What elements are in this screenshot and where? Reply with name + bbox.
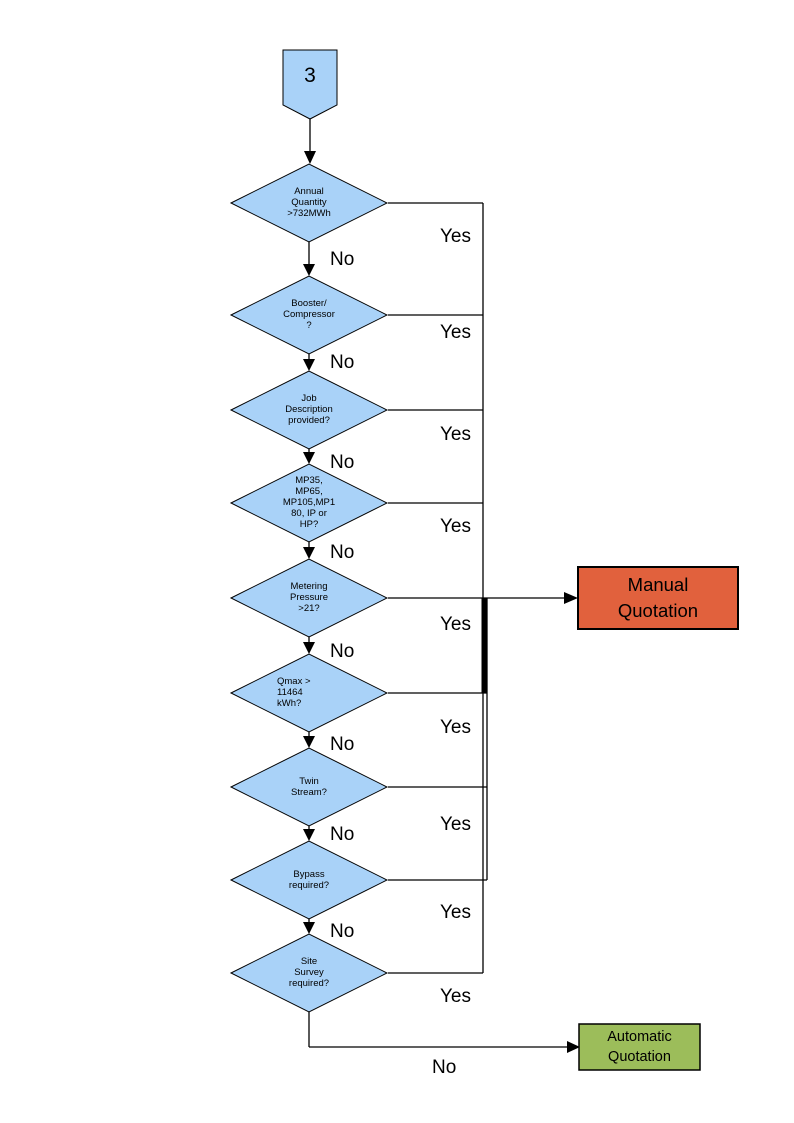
automatic-quotation-box (578, 1023, 701, 1071)
decision-annual-quantity-shape (229, 163, 389, 243)
yes-branch-lines (388, 202, 564, 974)
yes-label-site-survey: Yes (440, 986, 471, 1007)
yes-label-metering-pressure: Yes (440, 614, 471, 635)
yes-label-pressure-tier: Yes (440, 516, 471, 537)
no-label-site-survey: No (432, 1057, 457, 1078)
arrowhead-icon (564, 592, 578, 604)
decision-shapes (229, 163, 389, 1013)
arrowhead-icon (303, 642, 315, 654)
decision-twin-stream-shape (229, 747, 389, 827)
automatic-quotation-label: Automatic Quotation (607, 1029, 672, 1065)
decision-label-qmax: Qmax > 11464 kWh? (277, 676, 311, 709)
manual-quotation-label: Manual Quotation (617, 574, 699, 621)
yes-label-bypass: Yes (440, 902, 471, 923)
decision-label-booster-compressor: Booster/ Compressor ? (283, 298, 335, 331)
arrowhead-icon (567, 1041, 580, 1053)
no-label-pressure-tier: No (330, 542, 355, 563)
manual-quotation-box (577, 566, 739, 630)
arrowhead-icon (303, 922, 315, 934)
no-label-annual-quantity: No (330, 249, 355, 270)
no-label-metering-pressure: No (330, 641, 355, 662)
offpage-connector-label: 3 (304, 64, 316, 87)
no-label-twin-stream: No (330, 824, 355, 845)
arrowhead-icon (303, 359, 315, 371)
arrowhead-icon (303, 452, 315, 464)
decision-booster-compressor-shape (229, 275, 389, 355)
yes-label-job-description: Yes (440, 424, 471, 445)
arrowhead-icon (303, 829, 315, 841)
yes-label-annual-quantity: Yes (440, 226, 471, 247)
decision-label-annual-quantity: Annual Quantity >732MWh (287, 186, 331, 219)
decision-job-description-shape (229, 370, 389, 450)
no-label-bypass: No (330, 921, 355, 942)
decision-qmax-shape (229, 653, 389, 733)
decision-label-metering-pressure: Metering Pressure >21? (289, 581, 328, 614)
decision-bypass-shape (229, 840, 389, 920)
decision-label-twin-stream: Twin Stream? (291, 776, 327, 798)
arrowhead-icon (303, 264, 315, 276)
no-label-qmax: No (330, 734, 355, 755)
arrowhead-icon (303, 736, 315, 748)
decision-label-pressure-tier: MP35, MP65, MP105,MP1 80, IP or HP? (282, 475, 336, 530)
arrowhead-icon (304, 151, 316, 164)
yes-label-qmax: Yes (440, 717, 471, 738)
yes-label-twin-stream: Yes (440, 814, 471, 835)
yes-label-booster-compressor: Yes (440, 322, 471, 343)
no-branch-to-automatic (308, 1012, 567, 1048)
no-label-job-description: No (330, 452, 355, 473)
arrowhead-icon (303, 547, 315, 559)
decision-pressure-tier-shape (229, 463, 389, 543)
offpage-connector-shape (282, 49, 338, 120)
decision-label-site-survey: Site Survey required? (288, 956, 330, 989)
decision-site-survey-shape (229, 933, 389, 1013)
decision-metering-pressure-shape (229, 558, 389, 638)
down-arrowheads (303, 151, 316, 934)
decision-label-bypass: Bypass required? (288, 869, 330, 891)
no-label-booster-compressor: No (330, 352, 355, 373)
decision-label-job-description: Job Description provided? (285, 393, 333, 426)
